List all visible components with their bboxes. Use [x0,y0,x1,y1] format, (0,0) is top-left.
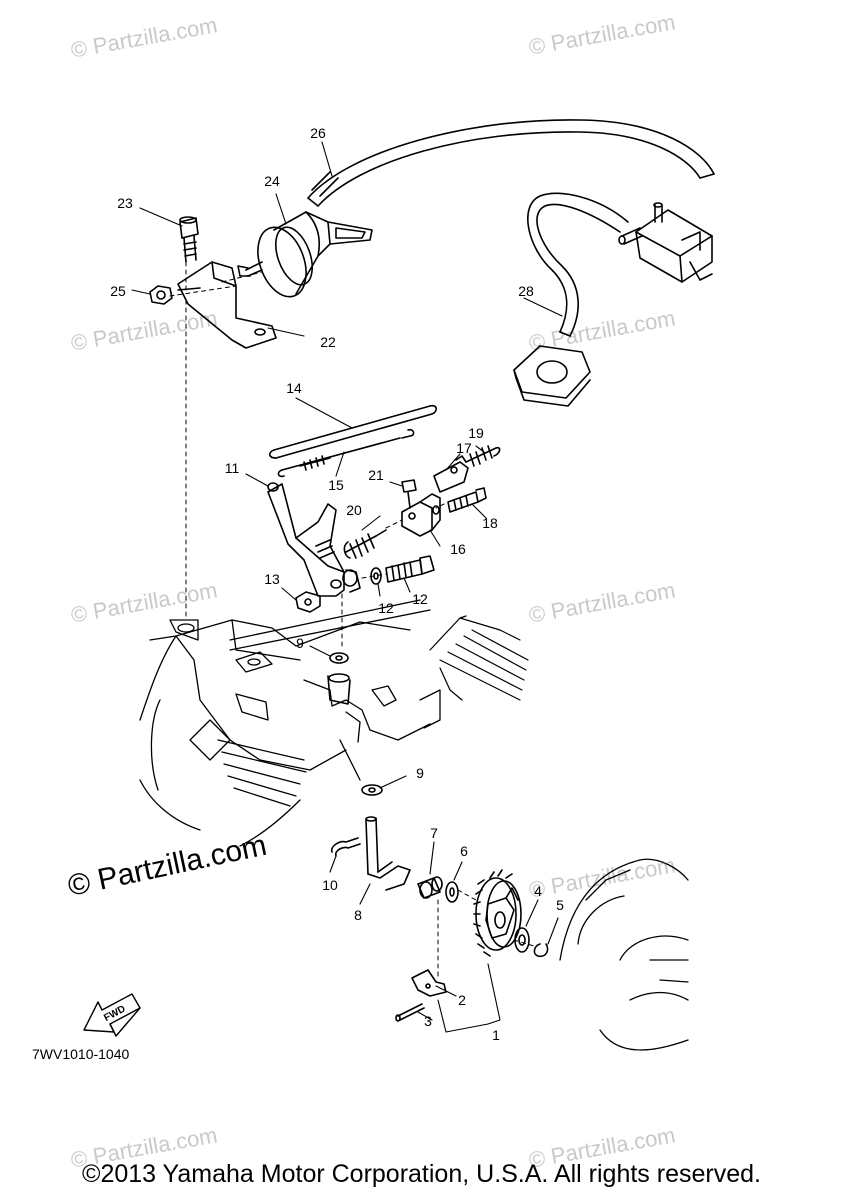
hose-27 [307,119,715,207]
callout-18: 17 [456,440,472,456]
callout-15: 14 [286,380,302,396]
callout-9b: 9 [416,765,424,781]
callout-27: 26 [310,125,326,141]
crankcase [139,599,441,847]
diagram-code: 7WV1010-1040 [32,1046,130,1062]
callout-26: 25 [110,283,126,299]
shaft-9 [327,652,383,796]
callout-22: 21 [368,467,384,483]
callout-9a: 9 [296,635,304,651]
callout-2: 2 [458,992,466,1008]
callout-13: 12 [378,600,394,616]
lever-11 [267,482,361,597]
bolt-22 [401,479,417,509]
callout-12: 12 [412,591,428,607]
callout-20: 19 [468,425,484,441]
crankcase-cover [559,858,689,1051]
diaphragm-25 [237,211,373,298]
callout-numbers: 26 24 23 25 22 28 14 15 11 21 17 19 20 1… [110,125,564,1043]
gear-1 [473,869,522,957]
rods-15-16 [268,404,438,478]
callout-25: 24 [264,173,280,189]
callout-23: 22 [320,334,336,350]
copyright-text: ©2013 Yamaha Motor Corporation, U.S.A. A… [82,1160,761,1188]
collar-7 [417,876,443,899]
callout-24: 23 [117,195,133,211]
nut-26 [149,285,173,305]
bolt-12 [385,555,435,583]
callout-8: 8 [354,907,362,923]
bracket-18 [433,455,469,493]
hose-28 [527,192,629,337]
pin-10 [330,837,361,857]
bolt-24 [179,216,199,263]
spring-21 [343,529,387,559]
callout-16: 15 [328,477,344,493]
fwd-arrow-icon [83,993,141,1037]
callout-4: 4 [534,883,542,899]
callout-21: 20 [346,502,362,518]
flange [513,345,591,407]
callout-14: 13 [264,571,280,587]
clip-5 [533,943,549,958]
pin-3 [395,1003,425,1022]
cylinder-fins [429,615,529,701]
washer-6 [445,881,459,903]
callout-10: 10 [322,877,338,893]
nut-14 [295,591,321,613]
leader-lines [131,141,563,1033]
callout-1: 1 [492,1027,500,1043]
callout-3: 3 [424,1013,432,1029]
plate-2 [411,969,447,997]
air-cut-valve [618,202,713,283]
callout-5: 5 [556,897,564,913]
callout-17: 16 [450,541,466,557]
washer-4 [514,927,530,953]
bracket-17 [401,493,441,537]
callout-6: 6 [460,843,468,859]
callout-11: 11 [225,460,240,476]
spring-20 [465,445,501,467]
callout-19: 18 [482,515,498,531]
bracket-23 [177,261,277,349]
callout-28: 28 [518,283,534,299]
assembly-lines [169,261,535,981]
bolt-19 [447,487,487,513]
governor-shaft-8 [365,816,411,891]
callout-7: 7 [430,825,438,841]
